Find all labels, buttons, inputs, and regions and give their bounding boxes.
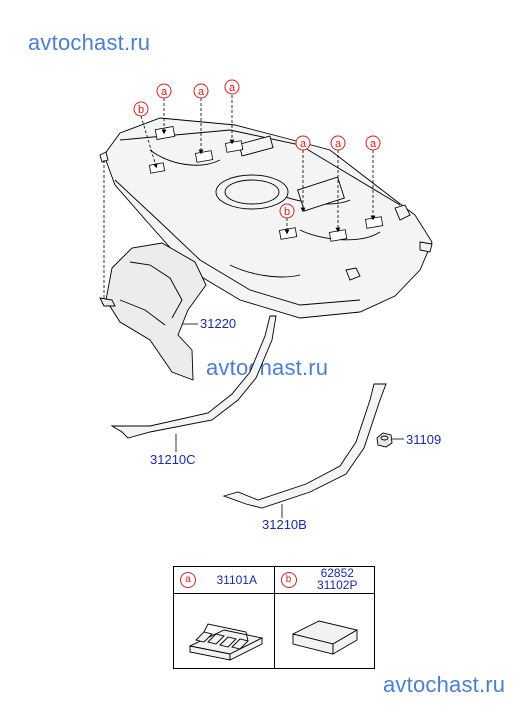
watermark-middle: avtochast.ru — [206, 355, 329, 380]
callout-a-1-label: a — [161, 86, 168, 98]
watermark-top: avtochast.ru — [28, 30, 151, 55]
heat-shield — [99, 242, 207, 381]
legend-image-a — [174, 594, 274, 669]
callout-leaders — [103, 95, 376, 298]
legend-cell-a: a 31101A — [174, 567, 274, 593]
ridged-pad-icon — [188, 623, 264, 661]
callout-b-2: b — [279, 203, 295, 219]
callout-circles: a a a b a a a b — [133, 79, 381, 219]
strap-c — [110, 315, 277, 439]
legend-a-badge: a — [180, 572, 196, 588]
callout-b-1-label: b — [138, 104, 144, 116]
legend-b-part-2: 31102P — [317, 578, 358, 592]
callout-a-4: a — [295, 135, 311, 151]
flat-pad-icon — [291, 620, 359, 655]
callout-a-3: a — [224, 79, 240, 95]
watermark-bottom: avtochast.ru — [383, 672, 506, 697]
callout-a-6: a — [365, 135, 381, 151]
label-strap-b: 31210B — [262, 517, 307, 532]
legend-b-part-1: 62852 — [320, 566, 354, 580]
callout-a-3-label: a — [229, 82, 236, 94]
callout-b-2-label: b — [284, 206, 290, 218]
callout-a-2: a — [193, 83, 209, 99]
legend-image-b — [274, 594, 375, 669]
callout-a-5-label: a — [335, 138, 342, 150]
label-nut: 31109 — [406, 432, 442, 447]
callout-a-5: a — [330, 135, 346, 151]
legend-a-part: 31101A — [216, 573, 257, 587]
callout-a-4-label: a — [300, 138, 307, 150]
callout-b-1: b — [133, 101, 149, 117]
label-strap-c: 31210C — [150, 452, 196, 467]
legend-b-parts: 62852 31102P — [305, 567, 371, 591]
legend-b-badge: b — [280, 572, 297, 588]
nut-31109 — [376, 432, 393, 448]
legend-body-row — [174, 594, 374, 669]
callout-a-6-label: a — [370, 138, 377, 150]
legend-cell-b: b 62852 31102P — [273, 567, 375, 593]
legend-header-row: a 31101A b 62852 31102P — [174, 567, 374, 594]
strap-b — [222, 383, 387, 509]
legend-table: a 31101A b 62852 31102P — [173, 566, 375, 669]
callout-a-2-label: a — [198, 86, 205, 98]
label-heat-shield: 31220 — [200, 316, 237, 331]
callout-a-1: a — [156, 83, 172, 99]
